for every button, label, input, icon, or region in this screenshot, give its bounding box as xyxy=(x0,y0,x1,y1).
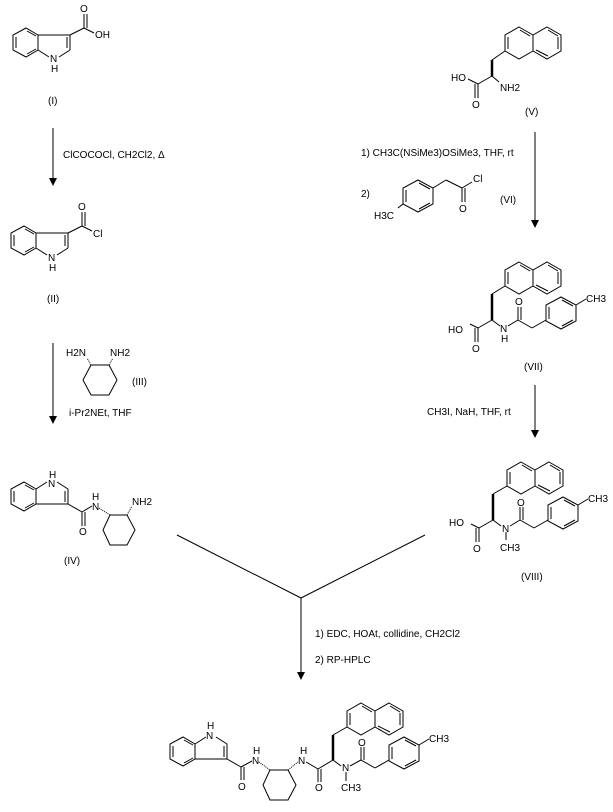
compound-vi-atom-h3c: H3C xyxy=(374,211,394,222)
final-atom-n-amide-2: N xyxy=(298,756,305,767)
compound-ii-atom-o: O xyxy=(78,202,86,213)
compound-ii-structure xyxy=(10,212,93,256)
convergence-line-right xyxy=(300,534,426,599)
final-atom-n-indole: N xyxy=(206,731,213,742)
compound-vii-structure xyxy=(469,261,587,342)
final-atom-n-ch3: CH3 xyxy=(341,783,361,794)
compound-iv-atom-h-indole: H xyxy=(49,470,56,481)
reagent-step-4: CH3I, NaH, THF, rt xyxy=(427,407,511,418)
compound-ii-label: (II) xyxy=(47,294,59,305)
compound-iii-atom-h2n: H2N xyxy=(66,348,86,359)
compound-vii-atom-ch3: CH3 xyxy=(586,294,606,305)
compound-ii-atom-h: H xyxy=(49,263,56,274)
compound-vii-label: (VII) xyxy=(524,362,543,373)
compound-ii-atom-cl: Cl xyxy=(93,229,102,240)
compound-viii-atom-n: N xyxy=(502,524,509,535)
compound-iii-structure xyxy=(82,357,118,396)
compound-viii-label: (VIII) xyxy=(521,572,543,583)
compound-vii-atom-o-acid: O xyxy=(472,344,480,355)
reagent-step-5-part-2: 2) RP-HPLC xyxy=(315,655,371,666)
compound-iv-label: (IV) xyxy=(64,556,80,567)
compound-v-atom-nh2: NH2 xyxy=(500,83,520,94)
final-atom-n-methyl-amide: N xyxy=(342,763,349,774)
reagent-step-3-part-1: 1) CH3C(NSiMe3)OSiMe3, THF, rt xyxy=(361,148,514,159)
compound-viii-atom-o-acid: O xyxy=(473,544,481,555)
compound-vii-atom-ho: HO xyxy=(448,325,463,336)
final-atom-h-indole: H xyxy=(207,721,214,732)
compound-vii-atom-h: H xyxy=(501,334,508,345)
compound-iv-atom-n-amide: N xyxy=(92,502,99,513)
compound-viii-atom-ho: HO xyxy=(449,518,464,529)
compound-viii-structure xyxy=(470,461,589,542)
compound-vi-atom-o: O xyxy=(459,204,467,215)
final-product-structure xyxy=(169,702,430,801)
compound-i-atom-n: N xyxy=(50,54,57,65)
compound-iii-atom-nh2: NH2 xyxy=(110,348,130,359)
final-atom-o-amide-3: O xyxy=(358,738,366,749)
compound-iv-atom-n-indole: N xyxy=(48,479,55,490)
compound-i-label: (I) xyxy=(48,96,57,107)
compound-iv-atom-h-amide: H xyxy=(92,492,99,503)
compound-i-atom-h: H xyxy=(51,64,58,75)
compound-vi-label: (VI) xyxy=(500,195,516,206)
final-atom-n-amide-1: N xyxy=(252,756,259,767)
compound-i-atom-oh: OH xyxy=(95,30,110,41)
compound-i-structure xyxy=(12,14,95,58)
compound-vii-atom-n: N xyxy=(500,324,507,335)
compound-viii-atom-o-amide: O xyxy=(517,498,525,509)
convergence-line-left xyxy=(176,534,302,599)
compound-iii-label: (III) xyxy=(132,377,147,388)
compound-viii-atom-ch3: CH3 xyxy=(588,494,608,505)
compound-v-atom-o: O xyxy=(472,100,480,111)
final-atom-h-amide-2: H xyxy=(300,746,307,757)
arrow-head-icon xyxy=(49,416,57,424)
compound-viii-atom-n-methyl: CH3 xyxy=(500,543,520,554)
compound-iv-structure xyxy=(10,481,136,546)
final-atom-h-amide-1: H xyxy=(253,746,260,757)
compound-iv-atom-nh2: NH2 xyxy=(132,497,152,508)
compound-iv-atom-o: O xyxy=(79,527,87,538)
compound-v-label: (V) xyxy=(525,107,538,118)
compound-vi-structure xyxy=(397,179,473,213)
compound-vi-atom-cl: Cl xyxy=(473,174,482,185)
reagent-step-3-part-2: 2) xyxy=(361,189,370,200)
compound-i-atom-o: O xyxy=(80,4,88,15)
reagent-step-5-part-1: 1) EDC, HOAt, collidine, CH2Cl2 xyxy=(315,629,460,640)
reagent-step-2: i-Pr2NEt, THF xyxy=(69,408,132,419)
compound-v-atom-ho: HO xyxy=(451,73,466,84)
arrow-head-icon xyxy=(531,430,539,438)
compound-v-structure xyxy=(467,26,562,98)
final-atom-o-amide-2: O xyxy=(315,783,323,794)
compound-ii-atom-n: N xyxy=(48,253,55,264)
final-atom-ch3: CH3 xyxy=(429,734,449,745)
arrow-head-icon xyxy=(531,220,539,228)
reagent-step-1: ClCOCOCl, CH2Cl2, Δ xyxy=(63,150,165,161)
final-atom-o-amide-1: O xyxy=(238,782,246,793)
arrow-head-icon xyxy=(297,672,305,680)
compound-vii-atom-o-amide: O xyxy=(515,297,523,308)
arrow-head-icon xyxy=(49,178,57,186)
